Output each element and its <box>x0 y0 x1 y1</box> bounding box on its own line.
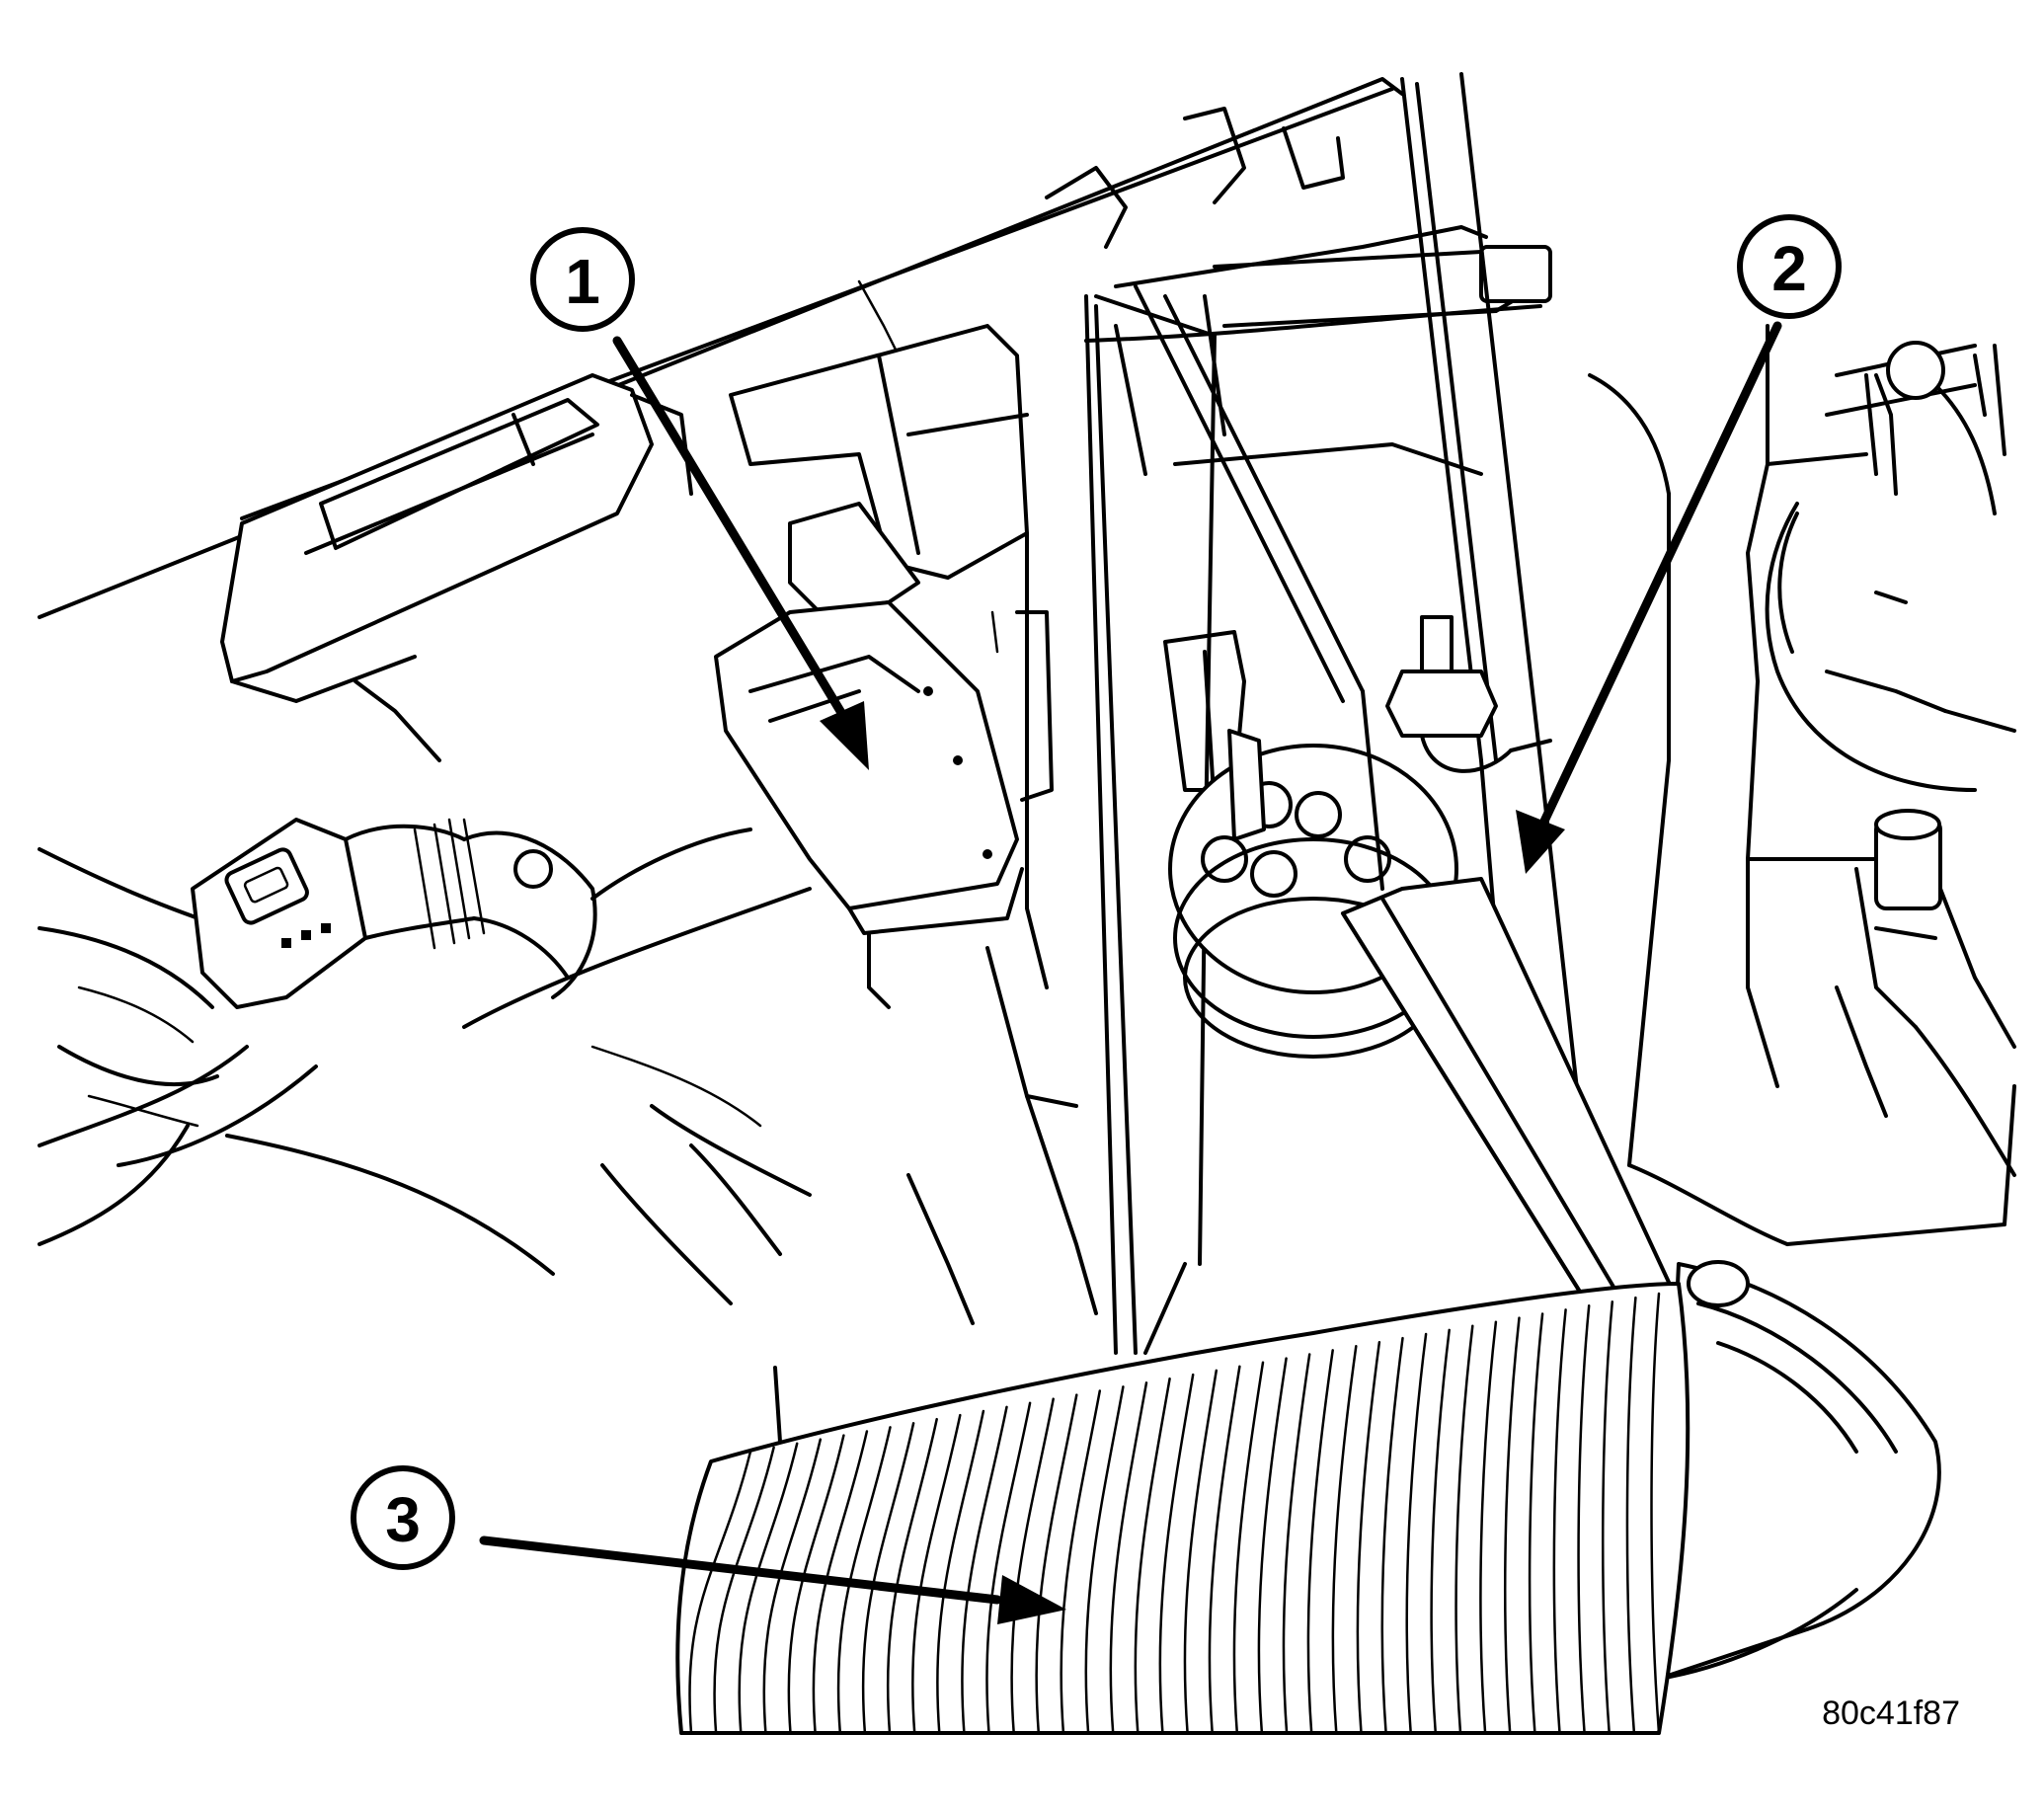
floor-mat-rib <box>1232 1361 1265 1735</box>
module-component <box>714 502 1054 1009</box>
floor-mat-rib <box>836 1426 892 1735</box>
floor-mat-rib <box>861 1422 915 1735</box>
electrical-connector <box>191 818 597 1009</box>
arrow-3-shaft <box>479 1536 1002 1605</box>
floor-mat-rib <box>1331 1345 1358 1735</box>
floor-mat-rib <box>911 1413 962 1735</box>
floor-mat-rib <box>1109 1381 1148 1735</box>
floor-mat-rib <box>1306 1349 1334 1735</box>
callout-1-label: 1 <box>565 246 600 317</box>
floor-mat-rib <box>1504 1316 1521 1735</box>
floor-mat-rib <box>1134 1377 1171 1735</box>
floor-contours <box>225 827 975 1483</box>
floor-mat-rib <box>1356 1340 1381 1735</box>
floor-mat-rib <box>1060 1389 1102 1735</box>
leader-arrows <box>479 321 1782 1624</box>
floor-mat-rib <box>936 1409 985 1735</box>
floor-mat-rib <box>1625 1296 1637 1735</box>
floor-mat-rib <box>1010 1397 1055 1735</box>
floor-mat-rib <box>1602 1300 1614 1735</box>
floor-mat-rib <box>1035 1393 1078 1735</box>
callout-2-label: 2 <box>1771 233 1807 304</box>
callout-2: 2 <box>1737 214 1842 319</box>
floor-mat-rib <box>1454 1324 1474 1735</box>
floor-mat-rib <box>762 1438 823 1735</box>
floor-mat-rib <box>1430 1328 1451 1735</box>
figure-id: 80c41f87 <box>1822 1694 1960 1732</box>
right-floor-contour <box>1627 857 2016 1246</box>
floor-mat-rib <box>688 1450 752 1735</box>
floor-mat-rib <box>713 1446 775 1735</box>
lower-bracket <box>220 373 693 762</box>
arrow-2-shaft <box>1535 321 1782 834</box>
wiring-harness <box>38 847 318 1246</box>
floor-mat-rib <box>1084 1385 1125 1735</box>
pedal-support-bracket <box>729 72 1582 1118</box>
arrow-3-head <box>997 1575 1066 1624</box>
floor-mat-rib <box>1405 1332 1428 1735</box>
floor-mat-rib <box>1257 1357 1288 1735</box>
mounting-bolt <box>1385 615 1552 773</box>
arrow-2-head <box>1516 810 1565 874</box>
floor-mat-rib <box>1577 1304 1591 1735</box>
floor-mat-rib <box>985 1401 1032 1735</box>
callout-3: 3 <box>351 1465 455 1570</box>
floor-mat-rib <box>738 1442 799 1735</box>
pedal-boot <box>1657 1260 1941 1681</box>
floor-mat-rib <box>1528 1312 1544 1735</box>
floor-mat-outline <box>675 1282 1690 1735</box>
floor-mat-rib <box>961 1405 1008 1735</box>
floor-mat <box>675 1282 1690 1735</box>
steering-column-area <box>1588 324 2016 1167</box>
floor-mat-rib <box>1158 1373 1195 1735</box>
floor-mat-rib <box>1208 1365 1241 1735</box>
floor-mat-rib <box>886 1417 938 1735</box>
floor-mat-rib <box>1479 1320 1498 1735</box>
floor-mat-rib <box>1183 1369 1219 1735</box>
arrow-1-head <box>820 701 869 770</box>
callout-1: 1 <box>530 227 635 332</box>
floor-mat-rib <box>1282 1353 1311 1735</box>
floor-mat-rib <box>1650 1292 1661 1735</box>
hood-release-handle <box>1835 809 2016 1177</box>
floor-mat-rib <box>1552 1308 1567 1735</box>
callout-3-label: 3 <box>385 1484 421 1555</box>
floor-mat-rib <box>1380 1336 1404 1735</box>
arrow-1-shaft <box>612 336 854 731</box>
pedal-rod <box>1134 284 1681 1325</box>
